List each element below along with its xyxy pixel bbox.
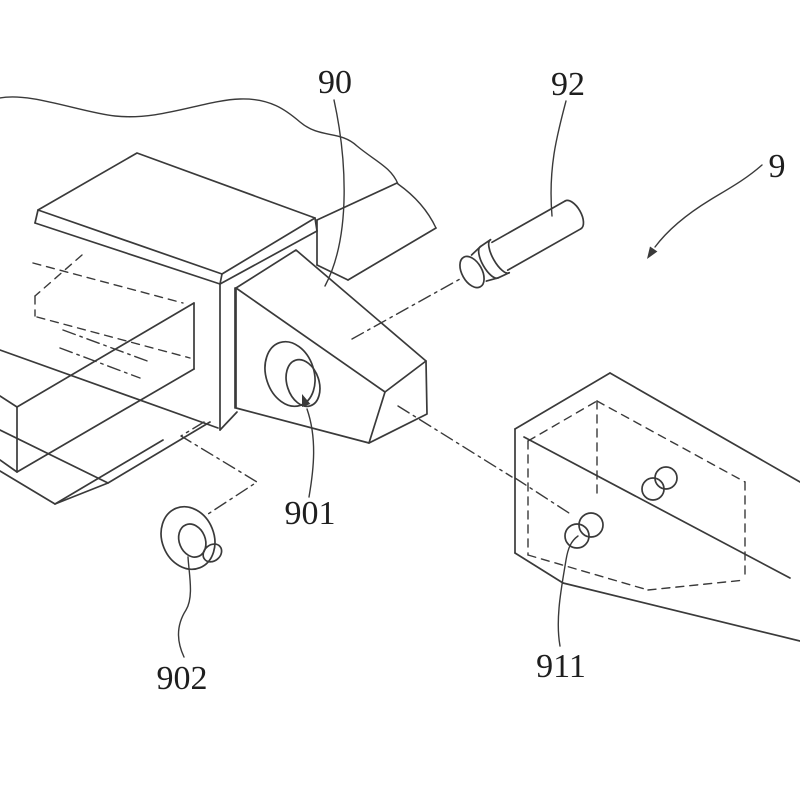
pin [459, 199, 585, 289]
support-plate [34, 152, 318, 431]
leader-9-arrowhead [647, 246, 658, 259]
base-block [0, 349, 219, 505]
leader-92 [550, 100, 567, 217]
lock-washer [160, 505, 223, 571]
leader-90 [324, 99, 345, 287]
leader-901-arrowhead [302, 394, 311, 407]
leader-902 [177, 556, 192, 658]
label-911: 911 [536, 648, 586, 685]
bore-hole [264, 340, 321, 408]
reference-numerals: 90 92 9 901 902 911 [157, 64, 786, 697]
label-901: 901 [285, 495, 336, 532]
leader-9 [654, 164, 763, 248]
machine-body-fragment [316, 182, 437, 281]
socket-block [514, 372, 800, 642]
leader-lines [177, 99, 763, 658]
label-92: 92 [551, 66, 585, 103]
stud-upper [641, 466, 678, 501]
label-902: 902 [157, 660, 208, 697]
label-9: 9 [769, 148, 786, 185]
clamp-bar [0, 254, 195, 473]
leader-911 [557, 535, 579, 647]
stud-lower [564, 512, 604, 549]
center-axis-lines [180, 278, 573, 517]
leader-901 [306, 408, 315, 498]
label-90: 90 [318, 64, 352, 101]
wedge-block [235, 249, 428, 444]
break-line [0, 96, 437, 229]
